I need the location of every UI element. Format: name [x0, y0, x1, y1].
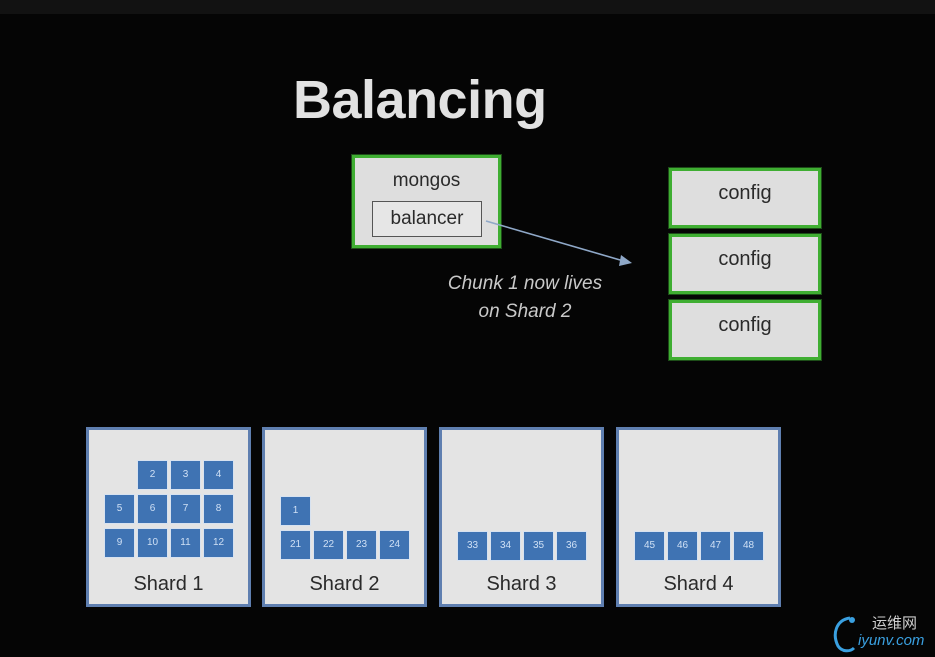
chunk: 12 [203, 528, 234, 558]
annotation: Chunk 1 now lives on Shard 2 [430, 270, 620, 326]
chunk: 6 [137, 494, 168, 524]
shard-label: Shard 3 [486, 573, 557, 595]
chunk: 22 [313, 530, 344, 560]
watermark-en-text: iyunv.com [858, 632, 925, 649]
watermark-cn-text: 运维网 [872, 615, 918, 632]
balancer-box: balancer [372, 201, 482, 237]
shard-1: 2 3 4 5 6 7 8 9 10 11 12 Shard 1 [86, 427, 251, 607]
config-server-3: config [669, 300, 821, 360]
chunk: 33 [457, 531, 488, 561]
chunk: 2 [137, 460, 168, 490]
chunk: 21 [280, 530, 311, 560]
slide-title: Balancing [293, 70, 547, 130]
config-server-2: config [669, 234, 821, 294]
chunk: 9 [104, 528, 135, 558]
config-label: config [718, 314, 772, 336]
shard-3: 33 34 35 36 Shard 3 [439, 427, 604, 607]
config-server-1: config [669, 168, 821, 228]
chunk: 1 [280, 496, 311, 526]
config-label: config [718, 248, 772, 270]
chunk: 36 [556, 531, 587, 561]
chunk: 24 [379, 530, 410, 560]
chunk: 34 [490, 531, 521, 561]
annotation-line-2: on Shard 2 [478, 301, 572, 322]
chunk: 35 [523, 531, 554, 561]
config-label: config [718, 182, 772, 204]
mongos-label: mongos [392, 170, 461, 191]
chunk: 47 [700, 531, 731, 561]
chunk: 10 [137, 528, 168, 558]
annotation-line-1: Chunk 1 now lives [447, 273, 603, 294]
shard-4: 45 46 47 48 Shard 4 [616, 427, 781, 607]
chunk: 8 [203, 494, 234, 524]
watermark: 运维网 iyunv.com [830, 612, 930, 654]
chunk: 45 [634, 531, 665, 561]
top-bar [0, 0, 935, 14]
chunk: 7 [170, 494, 201, 524]
shard-2: 1 21 22 23 24 Shard 2 [262, 427, 427, 607]
chunk: 4 [203, 460, 234, 490]
mongos-box: mongos balancer [352, 155, 501, 248]
chunk: 46 [667, 531, 698, 561]
chunk: 11 [170, 528, 201, 558]
chunk: 3 [170, 460, 201, 490]
chunk: 5 [104, 494, 135, 524]
chunk: 48 [733, 531, 764, 561]
shard-label: Shard 2 [309, 573, 380, 595]
shard-label: Shard 4 [663, 573, 734, 595]
shard-label: Shard 1 [133, 573, 204, 595]
chunk: 23 [346, 530, 377, 560]
watermark-logo-icon [833, 616, 856, 653]
